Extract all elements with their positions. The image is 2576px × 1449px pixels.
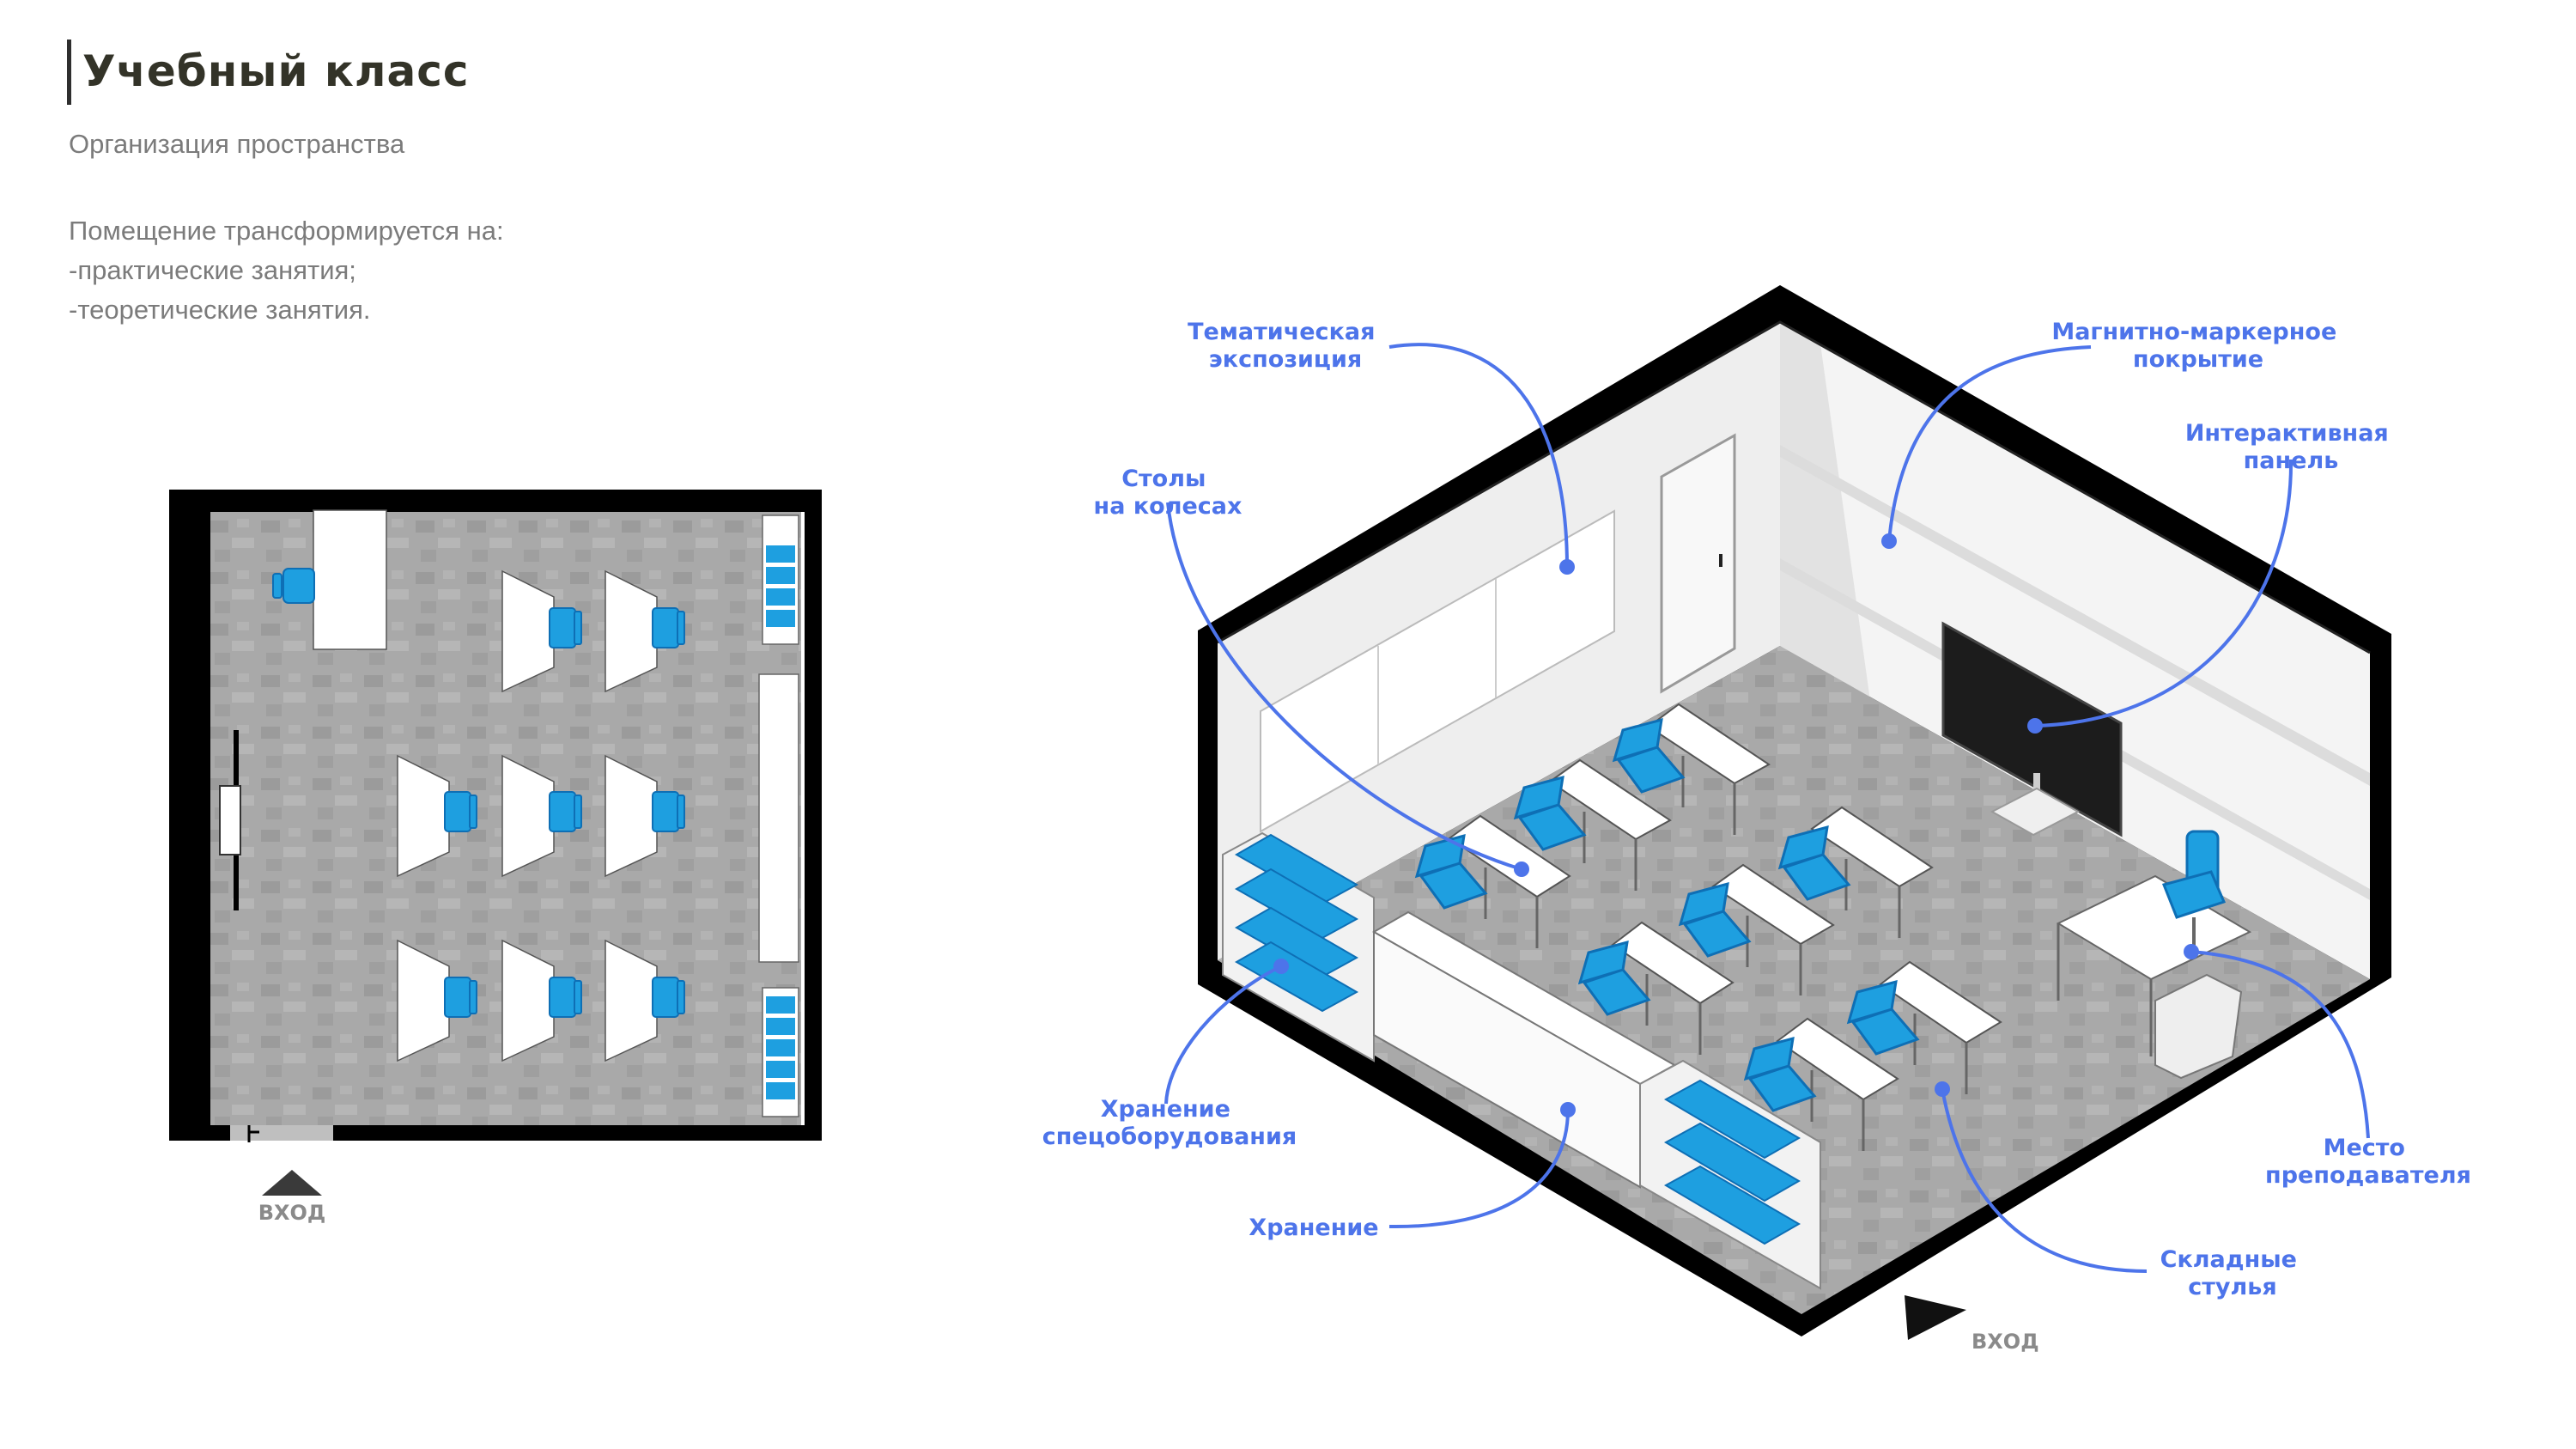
plan-chair-group xyxy=(444,607,685,1018)
iso-storage-cabinet xyxy=(1371,910,1677,1189)
callout-magnetic: Магнитно-маркерное покрытие xyxy=(2051,319,2344,373)
iso-folding-chairs xyxy=(1414,717,1920,1112)
callout-exposition: Тематическая экспозиция xyxy=(1188,319,1383,373)
page-title: Учебный класс xyxy=(82,46,470,96)
callout-lines xyxy=(1164,343,2370,1273)
plan-long-storage xyxy=(758,673,799,963)
title-accent-bar xyxy=(67,40,71,105)
iso-floor xyxy=(1218,646,2370,1314)
description-line: -практические занятия; xyxy=(69,255,356,285)
plan-entry-arrow xyxy=(262,1170,322,1196)
page-subtitle: Организация пространства xyxy=(69,129,405,159)
iso-marker-strip-top xyxy=(1780,445,2370,786)
plan-teacher-desk xyxy=(313,509,387,650)
plan-door-gap xyxy=(230,1125,333,1141)
plan-lectern xyxy=(219,785,241,855)
plan-entry-label: ВХОД xyxy=(258,1201,326,1225)
plan-wall-trim xyxy=(801,512,805,1125)
iso-teacher-chair xyxy=(2161,830,2227,953)
callout-dot xyxy=(2027,718,2043,734)
iso-storage-shelves xyxy=(1639,1059,1821,1290)
isometric-view: ВХОД Тематическая экспозиция xyxy=(1042,285,2471,1354)
description: Помещение трансформируется на: -практиче… xyxy=(69,211,504,330)
callout-tables: Столы на колесах xyxy=(1094,466,1242,520)
callout-chairs: Складные стулья xyxy=(2160,1246,2306,1300)
callout-dot xyxy=(1935,1081,1950,1097)
callout-dot xyxy=(1559,559,1575,575)
plan-desk-group xyxy=(397,569,658,1062)
callout-dot xyxy=(2184,944,2199,959)
callout-teacher: Место преподавателя xyxy=(2265,1135,2471,1189)
callout-special-storage: Хранение спецоборудования xyxy=(1042,1096,1297,1150)
callout-dot xyxy=(1514,861,1529,877)
callout-dot xyxy=(1560,1102,1576,1117)
description-line: Помещение трансформируется на: xyxy=(69,216,504,246)
iso-entry-arrow xyxy=(1905,1295,1966,1340)
callout-storage: Хранение xyxy=(1249,1215,1378,1241)
callout-dot xyxy=(1881,533,1897,549)
callout-dots xyxy=(1273,533,2199,1117)
iso-exposition-panels xyxy=(1260,509,1615,833)
plan-teacher-chair xyxy=(272,568,315,604)
floor-plan: ВХОД xyxy=(169,490,822,1225)
callout-dot xyxy=(1273,959,1289,974)
iso-entry-label: ВХОД xyxy=(1971,1330,2039,1354)
iso-student-desks xyxy=(1448,703,2002,1101)
callout-panel: Интерактивная панель xyxy=(2185,420,2397,474)
iso-door xyxy=(1660,433,1736,694)
iso-teacher-desk xyxy=(2056,874,2252,1080)
iso-special-storage xyxy=(1222,831,1375,1062)
description-line: -теоретические занятия. xyxy=(69,295,371,325)
